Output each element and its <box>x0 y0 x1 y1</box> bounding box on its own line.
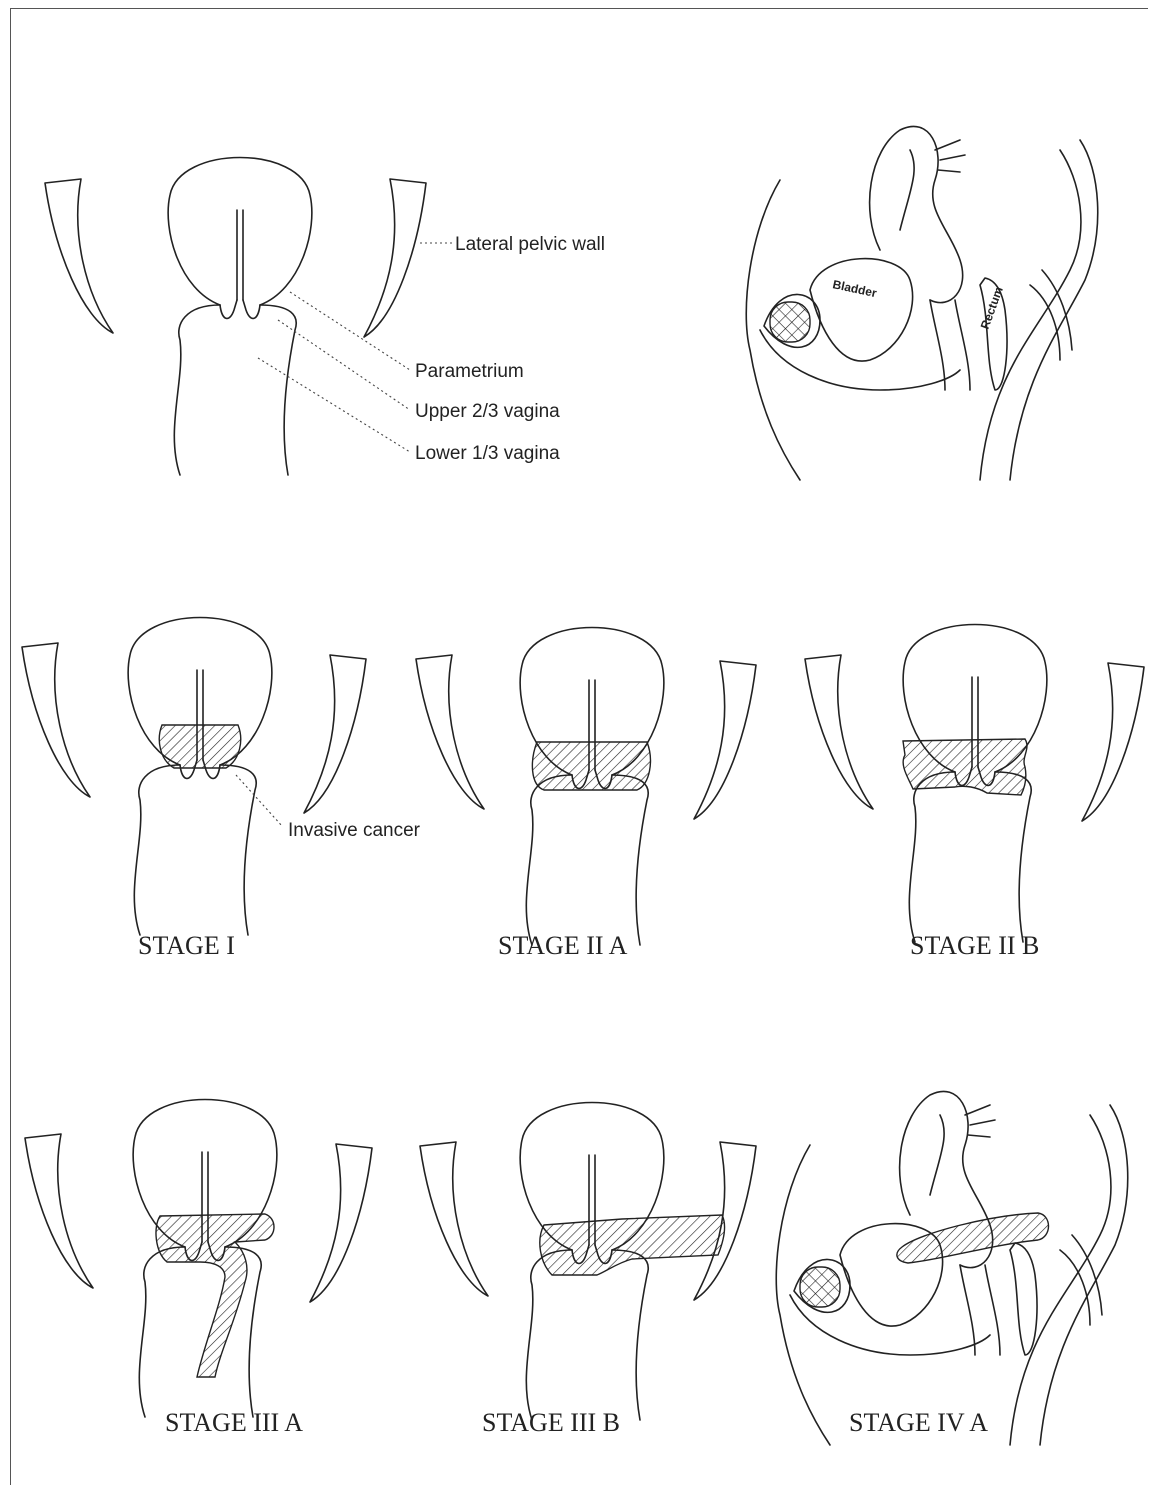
stage-2a-diagram <box>416 628 756 946</box>
tumor-area <box>159 725 240 768</box>
label-lower-vagina: Lower 1/3 vagina <box>415 443 560 464</box>
stage-label-4a: STAGE IV A <box>849 1408 988 1437</box>
reference-sagittal-view: Bladder Rectum <box>746 126 1097 480</box>
stage-3b-diagram <box>420 1103 756 1421</box>
label-invasive-cancer: Invasive cancer <box>288 820 421 841</box>
label-parametrium: Parametrium <box>415 361 524 382</box>
sagittal-pelvis-outline <box>746 126 1097 480</box>
left-pelvic-wall <box>45 179 113 333</box>
label-bladder: Bladder <box>831 277 878 300</box>
stage-4a-diagram <box>776 1091 1127 1445</box>
stage-label-3a: STAGE III A <box>165 1408 303 1437</box>
uterus-outline <box>168 158 312 319</box>
label-lateral-pelvic-wall: Lateral pelvic wall <box>455 234 605 255</box>
stage-3a-diagram <box>25 1100 372 1418</box>
stage-label-1: STAGE I <box>138 931 235 960</box>
stage-2b-diagram <box>805 625 1144 943</box>
stage-label-3b: STAGE III B <box>482 1408 620 1437</box>
stage-label-2a: STAGE II A <box>498 931 628 960</box>
stage-label-2b: STAGE II B <box>910 931 1039 960</box>
tumor-area <box>532 742 650 790</box>
right-pelvic-wall <box>364 179 426 337</box>
stage-1-diagram: Invasive cancer <box>22 618 421 936</box>
vagina-outline <box>174 305 296 475</box>
label-upper-vagina: Upper 2/3 vagina <box>415 401 560 422</box>
tumor-area <box>540 1215 725 1275</box>
tumor-area <box>903 739 1027 795</box>
tumor-area <box>897 1213 1049 1263</box>
reference-frontal-view: Lateral pelvic wall Parametrium Upper 2/… <box>45 158 605 476</box>
